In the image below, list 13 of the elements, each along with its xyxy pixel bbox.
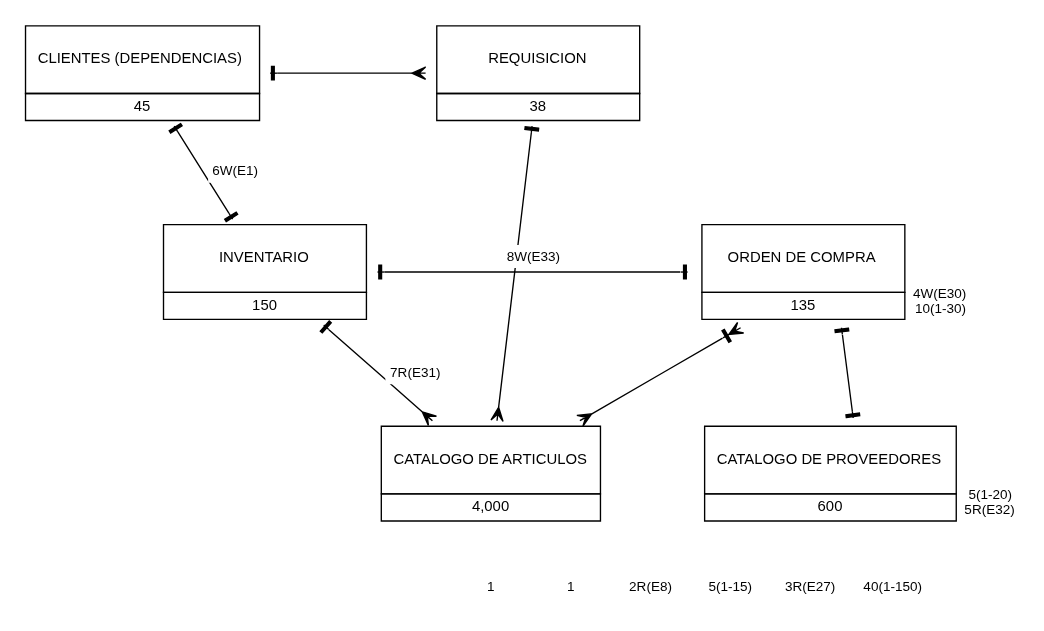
node-label: 10(1-30)	[914, 300, 967, 316]
label: 2R(E8)	[629, 578, 672, 594]
label: 40(1-150)	[863, 578, 922, 594]
label: 3R(E27)	[784, 578, 836, 594]
node-label: 4W(E30)	[912, 285, 967, 301]
label: 1	[566, 578, 575, 594]
edge-label: 8W(E33)	[506, 248, 561, 264]
label: 1	[487, 578, 495, 594]
node-label: 5R(E32)	[964, 501, 1015, 517]
label: 5(1-15)	[708, 578, 753, 594]
edge-label: 6W(E1)	[212, 162, 259, 178]
edge-label: 7R(E31)	[390, 364, 441, 380]
node-label: 5(1-20)	[968, 486, 1013, 502]
